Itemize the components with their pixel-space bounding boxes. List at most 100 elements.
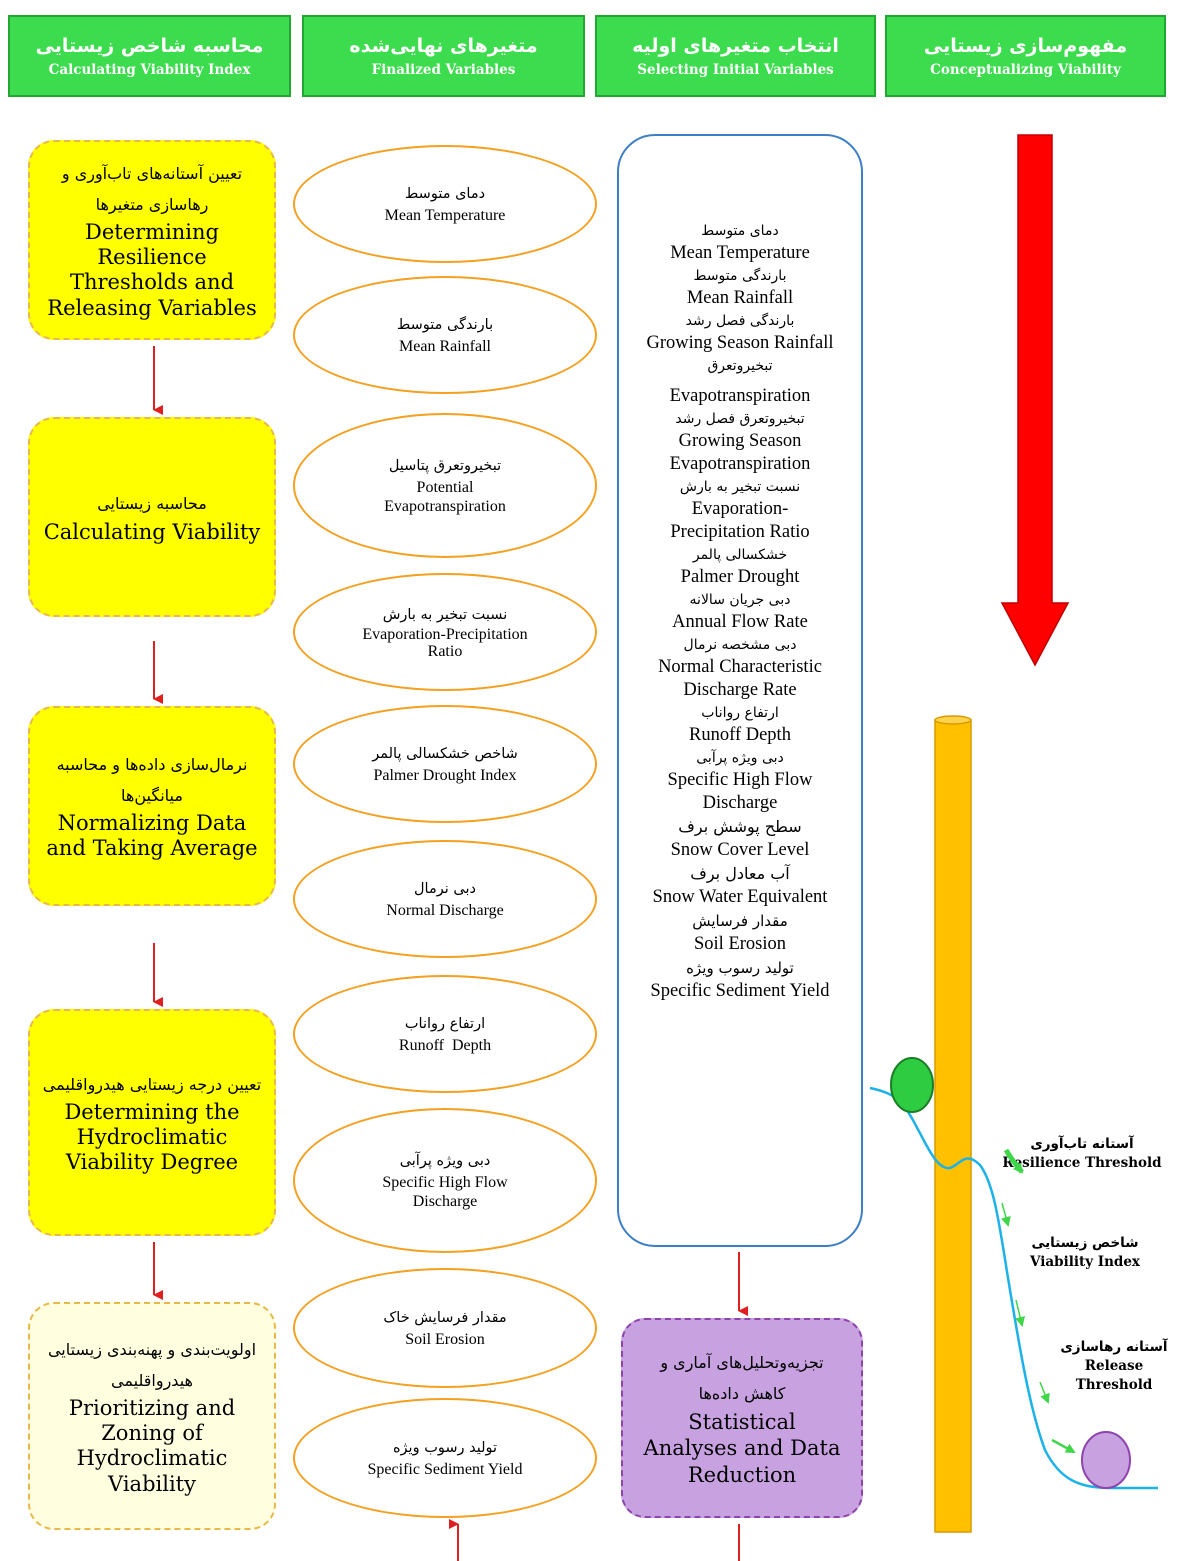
label-resilience-threshold: آستانه تاب‌آوری Resilience Threshold xyxy=(990,1134,1174,1173)
header-en: Conceptualizing Viability xyxy=(930,62,1121,79)
step-fa: محاسبه زیستایی xyxy=(97,494,207,514)
oval-potential-evapotranspiration: تبخیروتعرق پتاسیل Potential Evapotranspi… xyxy=(293,413,597,558)
initial-en: Normal Characteristic Discharge Rate xyxy=(658,657,822,700)
initial-en: Snow Water Equivalent xyxy=(652,887,828,907)
green-arrow-release-2 xyxy=(1051,1438,1076,1454)
oval-fa: مقدار فرسایش خاک xyxy=(383,1309,507,1326)
step-determining-thresholds: تعیین آستانه‌های تاب‌آوری و رهاسازی متغی… xyxy=(28,140,276,340)
oval-specific-sediment-yield: تولید رسوب ویژه Specific Sediment Yield xyxy=(293,1398,597,1518)
initial-en: Soil Erosion xyxy=(694,934,786,954)
step-en: Normalizing Data and Taking Average xyxy=(46,811,258,861)
list-item: سطح پوشش برف Snow Cover Level xyxy=(619,815,861,862)
initial-fa: دبی جریان سالانه xyxy=(689,592,791,608)
header-fa: انتخاب متغیرهای اولیه xyxy=(632,34,839,57)
list-item: تولید رسوب ویژه Specific Sediment Yield xyxy=(619,956,861,1003)
initial-fa: مقدار فرسایش xyxy=(692,912,788,930)
oval-en: Specific Sediment Yield xyxy=(367,1461,523,1478)
oval-runoff-depth: ارتفاع رواناب Runoff Depth xyxy=(293,975,597,1093)
initial-en: Growing Season Evapotranspiration xyxy=(669,431,811,474)
list-item: دبی مشخصه نرمال Normal Characteristic Dis… xyxy=(619,634,861,702)
list-item: آب معادل برف Snow Water Equivalent xyxy=(619,862,861,909)
oval-fa: شاخص خشکسالی پالمر xyxy=(372,745,518,762)
oval-fa: ارتفاع رواناب xyxy=(404,1015,486,1032)
step-fa: اولویت‌بندی و پهنه‌بندی زیستایی هیدرواقل… xyxy=(47,1340,257,1390)
header-fa: مفهوم‌سازی زیستایی xyxy=(923,34,1128,57)
big-red-arrow-down xyxy=(1000,134,1070,667)
initial-fa: سطح پوشش برف xyxy=(678,817,802,836)
step-determining-degree: تعیین درجه زیستایی هیدرواقلیمی Determini… xyxy=(28,1009,276,1236)
oval-en: Specific High Flow Discharge xyxy=(382,1173,508,1211)
initial-en: Specific Sediment Yield xyxy=(650,981,830,1001)
step-en: Determining Resilience Thresholds and Re… xyxy=(47,220,257,320)
label-en: Release Threshold xyxy=(1075,1358,1153,1394)
initial-fa: آب معادل برف xyxy=(690,864,790,883)
oval-soil-erosion: مقدار فرسایش خاک Soil Erosion xyxy=(293,1268,597,1388)
initial-fa: دبی مشخصه نرمال xyxy=(683,637,797,653)
initial-fa: تبخیروتعرق xyxy=(707,358,773,374)
initial-en: Mean Rainfall xyxy=(686,288,794,308)
step-en: Determining the Hydroclimatic Viability … xyxy=(64,1099,240,1175)
released-state-circle xyxy=(1081,1431,1131,1489)
oval-fa: نسبت تبخیر به بارش xyxy=(382,606,508,623)
initial-en: Mean Temperature xyxy=(670,243,810,263)
step-fa: تعیین درجه زیستایی هیدرواقلیمی xyxy=(42,1074,262,1094)
initial-fa: ارتفاع رواناب xyxy=(701,705,779,721)
label-en: Viability Index xyxy=(1030,1254,1140,1271)
header-fa: محاسبه شاخص زیستایی xyxy=(35,34,264,57)
list-item: تبخیروتعرق فصل رشد Growing Season Evapotr… xyxy=(619,408,861,476)
green-arrow-release-1 xyxy=(1039,1381,1050,1404)
oval-en: Normal Discharge xyxy=(386,902,504,919)
label-release-threshold: آستانه رهاسازی Release Threshold xyxy=(1044,1337,1182,1395)
initial-fa: تولید رسوب ویژه xyxy=(686,959,794,977)
step-calculating-viability: محاسبه زیستایی Calculating Viability xyxy=(28,417,276,617)
initial-fa: تبخیروتعرق فصل رشد xyxy=(675,411,805,427)
label-fa: آستانه رهاسازی xyxy=(1060,1339,1168,1355)
list-item: بارندگی متوسط Mean Rainfall xyxy=(619,265,861,310)
header-en: Selecting Initial Variables xyxy=(637,62,834,79)
list-item: بارندگی فصل رشد Growing Season Rainfall xyxy=(619,310,861,355)
step-en: Calculating Viability xyxy=(43,519,261,544)
label-viability-index: شاخص زیستایی Viability Index xyxy=(1010,1233,1160,1272)
oval-en: Evaporation-Precipitation Ratio xyxy=(362,625,528,660)
initial-en: Growing Season Rainfall xyxy=(646,333,834,353)
initial-fa: نسبت تبخیر به بارش xyxy=(679,479,801,495)
initial-fa: بارندگی فصل رشد xyxy=(685,313,795,329)
threshold-pole xyxy=(934,719,972,1533)
header-fa: متغیرهای نهایی‌شده xyxy=(349,34,538,57)
resilient-state-circle xyxy=(890,1057,934,1113)
header-selecting-initial-variables: انتخاب متغیرهای اولیه Selecting Initial … xyxy=(595,15,876,97)
oval-evaporation-precipitation-ratio: نسبت تبخیر به بارش Evaporation-Precipita… xyxy=(293,573,597,691)
initial-en: Evaporation-Precipitation Ratio xyxy=(670,499,810,542)
initial-en: Palmer Drought xyxy=(680,567,800,587)
oval-palmer-drought-index: شاخص خشکسالی پالمر Palmer Drought Index xyxy=(293,705,597,823)
oval-fa: دبی ویژه پرآبی xyxy=(399,1152,491,1169)
initial-en: Snow Cover Level xyxy=(670,840,810,860)
oval-en: Palmer Drought Index xyxy=(373,767,517,784)
initial-en: Annual Flow Rate xyxy=(672,612,808,632)
step-prioritizing-zoning: اولویت‌بندی و پهنه‌بندی زیستایی هیدرواقل… xyxy=(28,1302,276,1530)
green-arrow-resilience xyxy=(1003,1148,1024,1174)
oval-mean-rainfall: بارندگی متوسط Mean Rainfall xyxy=(293,276,597,394)
initial-fa: خشکسالی پالمر xyxy=(692,547,788,563)
list-item: خشکسالی پالمر Palmer Drought xyxy=(619,544,861,589)
oval-en: Mean Temperature xyxy=(384,207,506,224)
step-fa: نرمال‌سازی داده‌ها و محاسبه میانگین‌ها xyxy=(56,755,248,805)
header-en: Calculating Viability Index xyxy=(48,62,251,79)
oval-en: Soil Erosion xyxy=(405,1331,485,1348)
analysis-fa: تجزیه‌وتحلیل‌های آماری و کاهش داده‌ها xyxy=(660,1353,824,1403)
header-finalized-variables: متغیرهای نهایی‌شده Finalized Variables xyxy=(302,15,585,97)
list-item: نسبت تبخیر به بارش Evaporation-Precipitat… xyxy=(619,476,861,544)
oval-en: Mean Rainfall xyxy=(399,338,491,355)
viability-curve xyxy=(869,1086,1158,1490)
list-item: مقدار فرسایش Soil Erosion xyxy=(619,909,861,956)
pole-top xyxy=(934,715,972,725)
initial-fa: بارندگی متوسط xyxy=(693,268,787,284)
oval-normal-discharge: دبی نرمال Normal Discharge xyxy=(293,840,597,958)
oval-fa: دبی نرمال xyxy=(414,880,476,897)
